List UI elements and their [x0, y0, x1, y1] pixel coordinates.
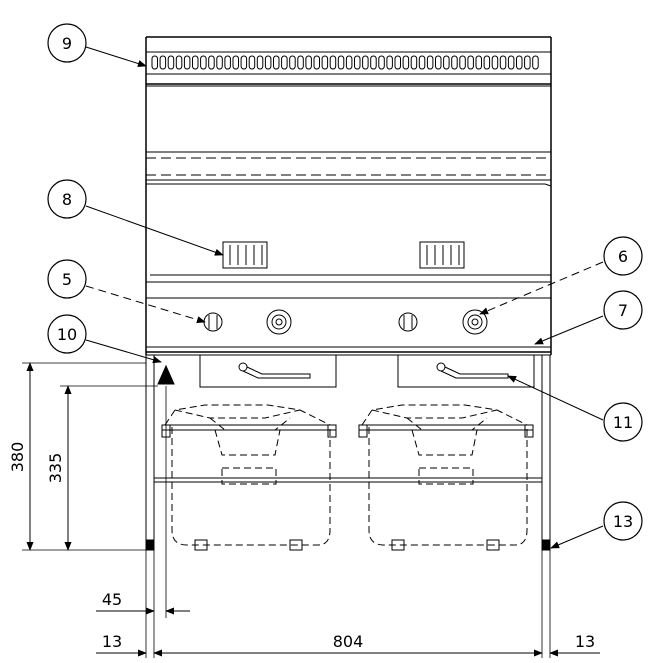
callout-7: 7	[603, 290, 643, 330]
leg-right	[541, 355, 551, 551]
vent-slot	[232, 55, 239, 70]
vent-slot	[467, 55, 474, 70]
vent-slot	[386, 55, 393, 70]
vent-slot	[216, 55, 223, 70]
level-mark-triangle	[157, 364, 175, 385]
dim-foot-left: 13	[102, 632, 122, 651]
pilot-knob-left	[266, 309, 292, 335]
vent-slot	[289, 55, 296, 70]
gas-cock-right	[398, 312, 418, 332]
vent-slot	[224, 55, 231, 70]
vent-slot	[264, 55, 272, 70]
vent-slot	[443, 55, 450, 70]
vent-slot	[451, 55, 458, 70]
svg-text:7: 7	[618, 301, 628, 320]
vent-slot	[175, 55, 183, 70]
vent-slot	[192, 55, 199, 70]
fryer-tank-left	[161, 241, 337, 551]
vent-slot	[516, 55, 523, 70]
svg-text:13: 13	[613, 512, 633, 531]
vent-slot	[329, 55, 337, 70]
vent-slot	[532, 55, 539, 70]
svg-text:10: 10	[57, 325, 77, 344]
vent-slot	[200, 55, 207, 70]
vent-slot	[167, 55, 175, 70]
svg-text:9: 9	[62, 34, 72, 53]
vent-slot	[410, 55, 418, 70]
vent-slot	[208, 55, 215, 70]
vent-slot	[354, 55, 361, 70]
vent-slot	[524, 55, 531, 70]
vent-slot	[418, 55, 426, 70]
fryer-tank-right	[358, 241, 535, 551]
callout-6: 6	[603, 236, 643, 276]
pilot-knob-right	[462, 309, 488, 335]
vent-slot	[337, 55, 345, 70]
svg-text:5: 5	[62, 270, 72, 289]
vent-slot	[370, 55, 377, 70]
dim-offset-left: 45	[102, 590, 122, 609]
vent-slot	[499, 55, 507, 70]
vent-slot	[248, 55, 256, 70]
vent-slot	[491, 55, 499, 70]
vent-slot	[362, 55, 369, 70]
vent-slot	[297, 55, 304, 70]
cabinet-body	[145, 36, 552, 356]
exhaust-vent-slots	[151, 55, 539, 70]
vent-slot	[281, 55, 288, 70]
vent-slot	[507, 55, 515, 70]
vent-slot	[313, 55, 320, 70]
callout-9: 9	[47, 23, 87, 63]
vent-slot	[305, 55, 312, 70]
leg-left	[145, 355, 155, 551]
vent-slot	[435, 55, 442, 70]
gas-cock-left	[203, 312, 223, 332]
vent-slot	[483, 55, 491, 70]
vent-slot	[475, 55, 482, 70]
vent-slot	[256, 55, 264, 70]
vent-slot	[459, 55, 466, 70]
callout-8: 8	[47, 179, 87, 219]
dim-height-total: 380	[8, 442, 27, 473]
vent-slot	[273, 55, 280, 70]
callout-10: 10	[47, 314, 87, 354]
dim-height-inner: 335	[46, 453, 65, 484]
vent-slot	[183, 55, 191, 70]
callout-13: 13	[603, 501, 643, 541]
svg-text:11: 11	[613, 413, 633, 432]
callout-5: 5	[47, 259, 87, 299]
vent-slot	[321, 55, 329, 70]
vent-slot	[394, 55, 401, 70]
vent-slot	[378, 55, 385, 70]
callout-11: 11	[603, 402, 643, 442]
vent-slot	[345, 55, 353, 70]
vent-slot	[240, 55, 248, 70]
dim-foot-right: 13	[575, 632, 595, 651]
svg-text:8: 8	[62, 190, 72, 209]
vent-slot	[151, 55, 158, 70]
vent-slot	[402, 55, 410, 70]
dim-width: 804	[333, 632, 364, 651]
vent-slot	[426, 55, 434, 70]
dimension-lines	[22, 362, 600, 658]
svg-text:6: 6	[618, 247, 628, 266]
vent-slot	[159, 55, 167, 70]
